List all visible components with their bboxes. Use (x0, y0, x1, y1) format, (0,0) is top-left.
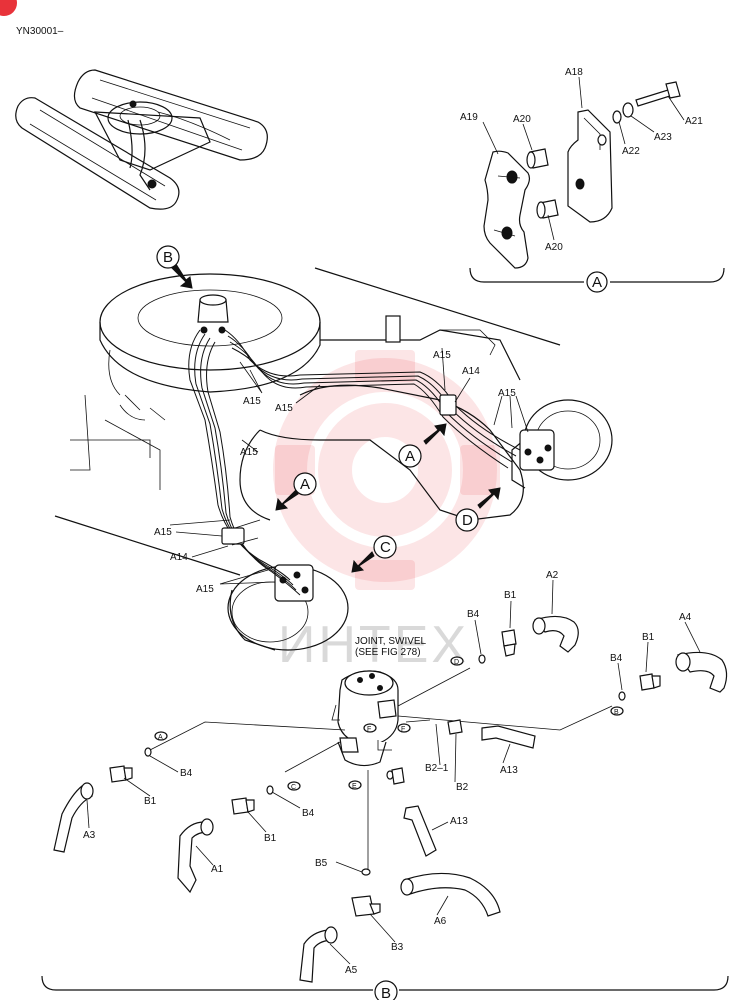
page-corner-marker (0, 0, 17, 16)
label-a1: A1 (211, 864, 224, 875)
label-a22: A22 (622, 146, 640, 157)
label-a4: A4 (679, 612, 692, 623)
elbow-fittings (53, 615, 728, 983)
swivel-port-leaders (149, 667, 613, 870)
label-b4-4: B4 (302, 808, 315, 819)
port-b: B (614, 709, 619, 716)
label-a15-7: A15 (196, 584, 214, 595)
detail-a-illustration (483, 81, 681, 269)
label-a20-top: A20 (513, 114, 531, 125)
label-a20-bottom: A20 (545, 242, 563, 253)
label-a13-1: A13 (500, 765, 518, 776)
label-b2-1: B2–1 (425, 763, 449, 774)
label-a13-2: A13 (450, 816, 468, 827)
callout-a-right: A (405, 448, 415, 465)
detail-a-leaders (482, 76, 685, 241)
detail-b-callout: B (381, 985, 391, 1000)
label-a5: A5 (345, 965, 358, 976)
label-a6: A6 (434, 916, 447, 927)
overview-machine-illustration (15, 69, 268, 210)
detail-b-bracket (41, 975, 729, 1000)
label-a15-1: A15 (433, 350, 451, 361)
callout-a-left: A (300, 476, 310, 493)
label-a14-1: A14 (462, 366, 480, 377)
callout-c: C (380, 539, 391, 556)
doc-code: YN30001– (16, 26, 64, 37)
port-f1: F (367, 726, 371, 733)
watermark-text: ИНТЕХ (278, 616, 469, 674)
detail-a-callout: A (592, 274, 602, 291)
swivel-label-2: (SEE FIG 278) (355, 647, 421, 658)
a13-fittings (403, 725, 536, 857)
label-a21: A21 (685, 116, 703, 127)
label-a23: A23 (654, 132, 672, 143)
swivel-joint-illustration (331, 670, 399, 767)
label-a18: A18 (565, 67, 583, 78)
view-arrows (171, 263, 501, 573)
label-a2: A2 (546, 570, 559, 581)
label-a15-6: A15 (154, 527, 172, 538)
label-b1-4: B1 (264, 833, 277, 844)
callout-b: B (163, 249, 173, 266)
label-b1-3: B1 (144, 796, 157, 807)
main-assembly-illustration (54, 267, 613, 651)
label-b2: B2 (456, 782, 469, 793)
label-b5: B5 (315, 858, 328, 869)
o-rings (144, 654, 626, 876)
label-a15-5: A15 (240, 447, 258, 458)
label-a19: A19 (460, 112, 478, 123)
main-leaders (175, 347, 529, 585)
port-f2: F (401, 726, 405, 733)
label-a15-3: A15 (243, 396, 261, 407)
port-ovals (154, 656, 624, 791)
watermark-logo (273, 350, 500, 590)
port-d: D (454, 659, 459, 666)
label-b1-2: B1 (642, 632, 655, 643)
detail-b-leaders (86, 579, 701, 965)
label-b3: B3 (391, 942, 404, 953)
label-b4-2: B4 (610, 653, 623, 664)
b2-b3-fittings (351, 719, 463, 917)
label-a3: A3 (83, 830, 96, 841)
port-c: C (291, 784, 296, 791)
detail-a-bracket (469, 267, 725, 293)
label-b4-3: B4 (180, 768, 193, 779)
label-b1-1: B1 (504, 590, 517, 601)
view-callout-circles (156, 245, 479, 559)
label-a15-2: A15 (498, 388, 516, 399)
label-b4-1: B4 (467, 609, 480, 620)
label-a15-4: A15 (275, 403, 293, 414)
callout-d: D (462, 512, 473, 529)
port-a: A (158, 734, 163, 741)
port-e: E (352, 783, 357, 790)
label-a14-2: A14 (170, 552, 188, 563)
swivel-label-1: JOINT, SWIVEL (355, 636, 427, 647)
